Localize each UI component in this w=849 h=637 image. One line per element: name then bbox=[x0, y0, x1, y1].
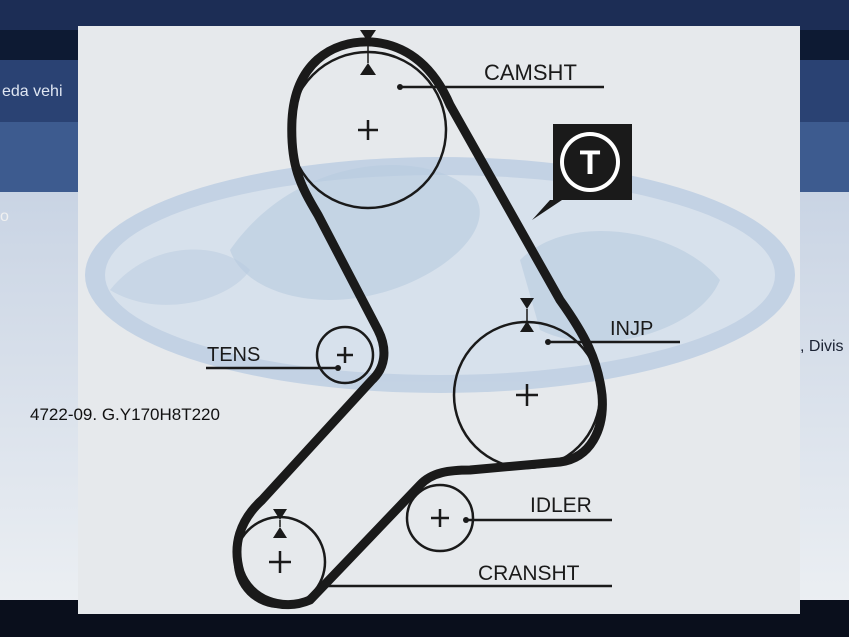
camshaft-timing-mark-bottom bbox=[360, 63, 376, 75]
screen-text-fragment: o bbox=[0, 208, 9, 225]
crankshaft-timing-mark-top bbox=[273, 509, 287, 520]
camshaft-center-mark bbox=[358, 120, 378, 140]
crankshaft-label: CRANSHT bbox=[478, 562, 580, 585]
header-band bbox=[0, 0, 849, 30]
tension-badge-letter: T bbox=[580, 144, 601, 182]
crankshaft-timing-mark-bottom bbox=[273, 527, 287, 538]
idler-label: IDLER bbox=[530, 494, 592, 517]
tension-badge: T bbox=[532, 124, 632, 220]
tensioner-center-mark bbox=[337, 347, 353, 363]
injection-pump-timing-mark-bottom bbox=[520, 321, 534, 332]
crankshaft-center-mark bbox=[269, 551, 291, 573]
idler-center-mark bbox=[431, 509, 449, 527]
camshaft-label: CAMSHT bbox=[484, 60, 577, 85]
part-number-caption: 4722-09. G.Y170H8T220 bbox=[30, 405, 220, 424]
screen-text-fragment: , Divis bbox=[800, 338, 844, 355]
timing-belt bbox=[232, 37, 607, 610]
camshaft-timing-mark-top bbox=[360, 30, 376, 42]
injection-pump-center-mark bbox=[516, 384, 538, 406]
tensioner-pulley bbox=[315, 325, 375, 385]
screen-text-fragment: eda vehi bbox=[2, 83, 63, 100]
idler-pulley bbox=[405, 483, 475, 553]
tensioner-label: TENS bbox=[207, 344, 260, 366]
injection-pump-label: INJP bbox=[610, 318, 653, 340]
watermark-logo bbox=[85, 157, 795, 393]
injection-pump-timing-mark-top bbox=[520, 298, 534, 309]
